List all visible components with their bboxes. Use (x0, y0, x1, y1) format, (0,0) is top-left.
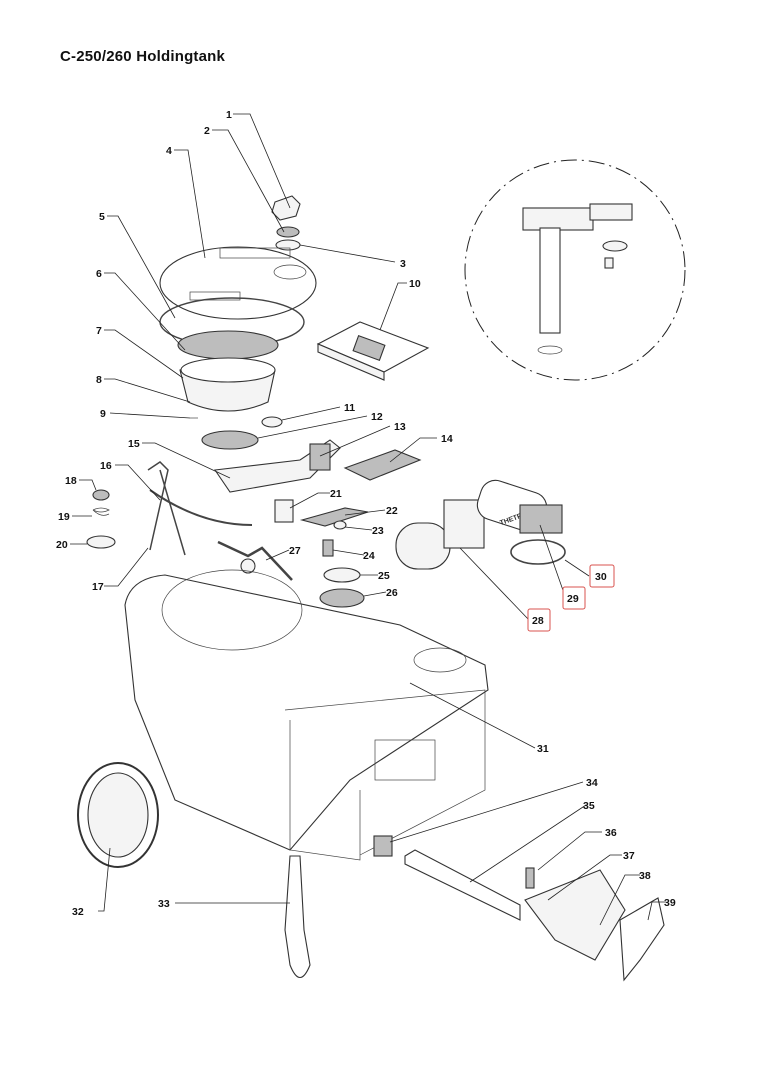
callout-14: 14 (441, 433, 453, 445)
callout-8: 8 (96, 374, 102, 386)
callout-38: 38 (639, 870, 651, 882)
callout-labels: 1 2 3 4 5 6 7 8 9 10 11 12 13 14 15 16 1… (56, 109, 676, 918)
part-6-ring (177, 330, 279, 360)
callout-25: 25 (378, 570, 390, 582)
part-27-pipe (217, 540, 293, 581)
callout-28: 28 (532, 615, 544, 627)
callout-2: 2 (204, 125, 210, 137)
callout-29: 29 (567, 593, 579, 605)
part-3-ring (275, 239, 301, 251)
part-10-plate (316, 321, 430, 381)
part-31-tank (124, 569, 489, 861)
callout-13: 13 (394, 421, 406, 433)
part-12-valve (201, 430, 259, 450)
callout-30: 30 (595, 571, 607, 583)
callout-33: 33 (158, 898, 170, 910)
outlet-assembly: THETFORD (395, 479, 566, 570)
callout-23: 23 (372, 525, 384, 537)
callout-9: 9 (100, 408, 106, 420)
leader-lines (70, 113, 666, 926)
callout-32: 32 (72, 906, 84, 918)
part-16-17-bracket (147, 461, 253, 556)
part-32-wheel (77, 762, 159, 868)
part-33-tool (284, 855, 311, 979)
part-11-washer (261, 416, 283, 428)
part-2-ring (276, 226, 300, 238)
callout-6: 6 (96, 268, 102, 280)
callout-12: 12 (371, 411, 383, 423)
callout-19: 19 (58, 511, 70, 523)
parts-25-26 (319, 567, 365, 608)
parts-18-20 (86, 489, 116, 549)
detail-inset (464, 159, 686, 381)
callout-3: 3 (400, 258, 406, 270)
diagram-title: C-250/260 Holdingtank (60, 48, 226, 65)
callout-26: 26 (386, 587, 398, 599)
callout-11: 11 (344, 402, 355, 414)
callout-34: 34 (586, 777, 598, 789)
callout-36: 36 (605, 827, 617, 839)
callout-4: 4 (166, 145, 172, 157)
highlight-box-30 (589, 564, 615, 588)
part-1-cap (271, 195, 301, 221)
callout-37: 37 (623, 850, 635, 862)
callout-18: 18 (65, 475, 77, 487)
callout-5: 5 (99, 211, 105, 223)
callout-1: 1 (226, 109, 232, 121)
handle-assembly (373, 835, 665, 982)
callout-20: 20 (56, 539, 68, 551)
callout-22: 22 (386, 505, 398, 517)
callout-31: 31 (537, 743, 549, 755)
part-13-15-lever (214, 439, 341, 493)
callout-7: 7 (96, 325, 102, 337)
callout-39: 39 (664, 897, 676, 909)
highlight-box-28 (527, 608, 551, 632)
callout-15: 15 (128, 438, 140, 450)
callout-27: 27 (289, 545, 301, 557)
callout-24: 24 (363, 550, 375, 562)
parts-21-24 (274, 499, 369, 557)
lid-assembly (159, 195, 317, 450)
callout-16: 16 (100, 460, 112, 472)
highlight-box-29 (562, 586, 586, 610)
callout-17: 17 (92, 581, 104, 593)
part-14-cover (343, 449, 422, 481)
callout-10: 10 (409, 278, 421, 290)
callout-21: 21 (330, 488, 342, 500)
callout-35: 35 (583, 800, 595, 812)
